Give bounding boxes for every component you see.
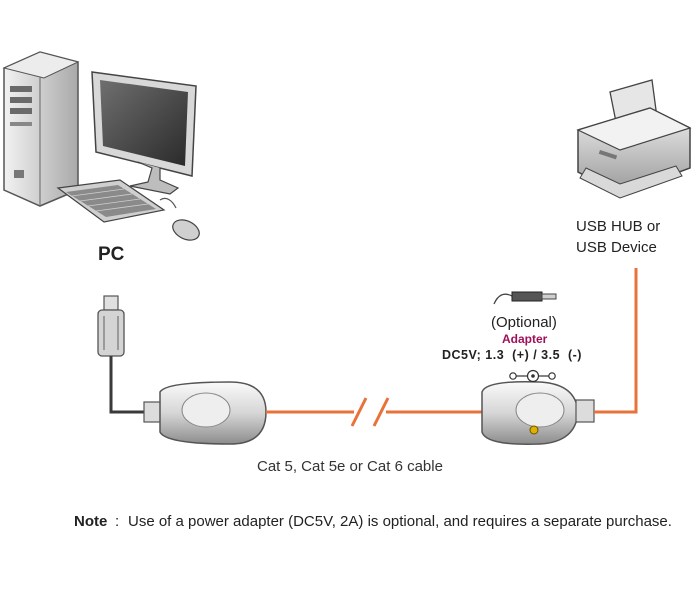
note-text: Use of a power adapter (DC5V, 2A) is opt… bbox=[128, 513, 672, 530]
usb-device-label-line1: USB HUB or bbox=[576, 218, 661, 235]
desktop-computer-icon bbox=[2, 51, 200, 241]
cable-break-icon bbox=[350, 397, 390, 427]
remote-extender-unit bbox=[481, 380, 595, 445]
device-cable-line bbox=[594, 268, 638, 414]
dc-spec-label: DC5V; 1.3 (+) / 3.5 (-) bbox=[442, 348, 582, 362]
pc-label: PC bbox=[98, 244, 125, 265]
power-jack-icon bbox=[529, 425, 539, 435]
polarity-symbol-icon bbox=[509, 369, 556, 383]
dc-power-plug-icon bbox=[493, 291, 557, 305]
printer-icon bbox=[576, 79, 692, 199]
usb-device-label: USB HUB or USB Device bbox=[576, 216, 660, 258]
note-key: Note bbox=[74, 513, 108, 530]
local-extender-unit bbox=[143, 381, 267, 445]
usb-plug-icon bbox=[97, 295, 125, 357]
note-separator: : bbox=[115, 513, 120, 530]
adapter-label: Adapter bbox=[502, 332, 548, 346]
usb-cable-line bbox=[109, 356, 148, 414]
usb-device-label-line2: USB Device bbox=[576, 239, 657, 256]
optional-label: (Optional) bbox=[491, 314, 557, 331]
cable-type-label: Cat 5, Cat 5e or Cat 6 cable bbox=[257, 458, 443, 475]
